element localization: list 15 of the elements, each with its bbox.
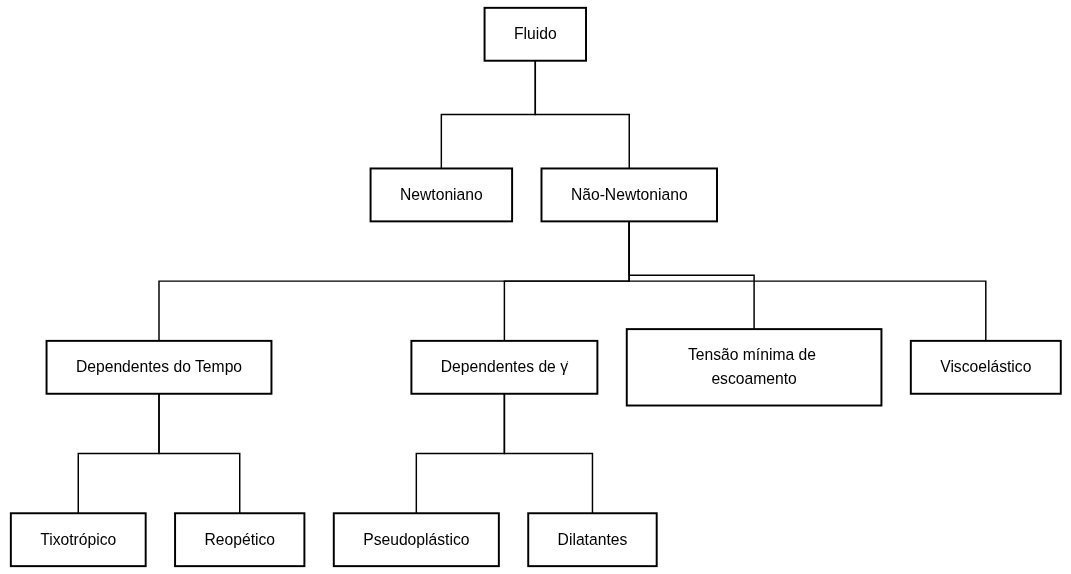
connector <box>157 393 241 514</box>
node-box: Newtoniano <box>369 167 513 223</box>
node-box: Fluido <box>483 6 587 62</box>
connector <box>503 393 593 514</box>
node-box: Tixotrópico <box>9 512 147 568</box>
node-box: Dependentes de γ̇ <box>410 339 599 395</box>
node-box: Não-Newtoniano <box>540 167 718 223</box>
node-box: Dilatantes <box>526 512 658 568</box>
connector <box>534 60 630 170</box>
node-box: Viscoelástico <box>909 339 1062 395</box>
node-box: Reopético <box>173 512 306 568</box>
node-box: Tensão mínima de escoamento <box>625 328 883 407</box>
node-box: Dependentes do Tempo <box>45 339 273 395</box>
connector <box>628 220 987 342</box>
node-box: Pseudoplástico <box>332 512 500 568</box>
